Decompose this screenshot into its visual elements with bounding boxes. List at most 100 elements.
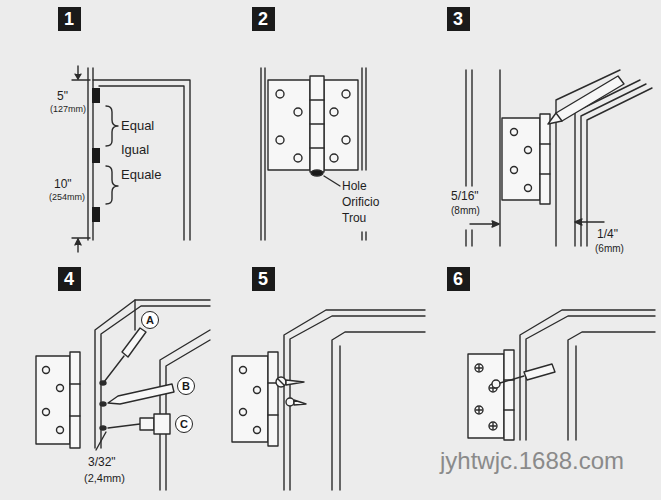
dimension-text: (6mm)	[595, 243, 624, 254]
mark-dots	[100, 381, 106, 430]
hinge-leaf	[70, 383, 80, 384]
brace	[106, 106, 118, 146]
door-frame	[260, 68, 261, 240]
hinge-leaf	[276, 136, 284, 144]
door-edge	[471, 70, 472, 186]
hole-label: Hole	[342, 180, 367, 193]
hinge-leaf	[43, 367, 50, 374]
hinge-leaf	[468, 350, 514, 440]
hinge-leaf	[294, 154, 302, 162]
hinge-mark	[92, 148, 100, 163]
door-jamb	[101, 306, 210, 448]
hinge-leaf	[342, 136, 350, 144]
door-jamb	[526, 316, 655, 440]
door-jamb	[290, 316, 425, 490]
hinge-mark	[92, 88, 100, 222]
screwdriver	[122, 328, 146, 357]
door-jamb	[568, 332, 655, 440]
hinge-leaf	[232, 352, 278, 446]
screw	[294, 400, 306, 405]
hole-mark	[311, 170, 323, 176]
callout-letter-text: C	[180, 419, 188, 430]
dimension-line	[72, 79, 90, 80]
pencil	[548, 76, 624, 124]
hinge-leaf	[276, 90, 284, 98]
door-jamb	[575, 346, 576, 440]
dimension-text: (127mm)	[50, 105, 86, 115]
door-jamb	[284, 310, 425, 490]
hole-mark	[324, 176, 340, 186]
step-number: 3	[447, 7, 470, 31]
hinge-leaf	[324, 80, 358, 170]
callout-letter: C	[175, 415, 193, 433]
door-jamb	[284, 310, 425, 490]
hinge-leaf	[36, 356, 70, 444]
step-number-text: 6	[453, 270, 463, 288]
door-jamb	[332, 332, 425, 490]
hole-label: Trou	[342, 212, 366, 225]
screw	[276, 377, 286, 387]
hinge-leaf	[540, 114, 550, 204]
dimension-arrow	[575, 219, 582, 225]
dimension-text: (254mm)	[49, 193, 85, 203]
screwdriver	[524, 364, 555, 380]
hinge-leaf	[57, 427, 64, 434]
door-elevation	[88, 68, 190, 240]
hinge-leaf	[310, 147, 324, 148]
door-jamb	[520, 310, 655, 440]
pencil	[108, 384, 174, 404]
step-number: 1	[58, 7, 81, 31]
hinge-leaf	[254, 387, 261, 394]
drill	[96, 414, 170, 450]
screw	[276, 377, 306, 406]
door-jamb	[520, 310, 655, 440]
step-number: 4	[58, 267, 81, 291]
screw	[286, 380, 304, 385]
hinge-leaf	[268, 76, 358, 172]
dimension-line	[72, 237, 90, 238]
hole-label: Orificio	[342, 196, 379, 209]
callout-letter: A	[141, 311, 159, 329]
screwdriver	[500, 376, 524, 383]
screwdriver	[104, 356, 124, 382]
hole-mark	[311, 170, 340, 186]
mark-dots	[100, 426, 106, 430]
dimension-text: 5/16"	[451, 190, 479, 203]
mark-dots	[100, 381, 106, 385]
door-frame	[261, 68, 366, 240]
dimension-line	[75, 74, 81, 79]
hinge-leaf	[504, 409, 514, 410]
hinge-leaf	[540, 173, 550, 174]
equal-note: Equale	[121, 168, 161, 182]
screwdriver	[492, 364, 555, 388]
hinge-leaf	[476, 365, 496, 429]
mark-dots	[100, 402, 106, 406]
door-edge	[465, 230, 466, 246]
hinge-leaf	[70, 415, 80, 416]
drill	[108, 424, 140, 428]
illustration	[36, 66, 655, 490]
dimension-text: 1/4"	[597, 228, 618, 241]
hinge-leaf	[310, 123, 324, 124]
hinge-leaf	[310, 99, 324, 100]
hinge-leaf	[330, 154, 338, 162]
door-elevation	[87, 68, 88, 240]
door-elevation	[99, 86, 184, 240]
hinge-leaf	[268, 352, 278, 446]
screw	[286, 398, 294, 406]
hinge-leaf	[511, 129, 518, 136]
dimension-text: (2,4mm)	[84, 472, 125, 484]
hinge-leaf	[511, 167, 518, 174]
door-frame	[365, 232, 366, 240]
door-jamb	[134, 300, 135, 330]
screwdriver	[492, 380, 500, 388]
door-jamb	[339, 346, 340, 490]
hinge-leaf	[36, 352, 80, 448]
door-jamb	[160, 330, 210, 490]
hinge-mark	[92, 88, 100, 103]
door-elevation	[93, 80, 190, 240]
step-number-text: 1	[64, 10, 74, 28]
hinge-leaf	[330, 108, 338, 116]
callout-letter: B	[177, 377, 195, 395]
door-frame	[361, 232, 362, 240]
